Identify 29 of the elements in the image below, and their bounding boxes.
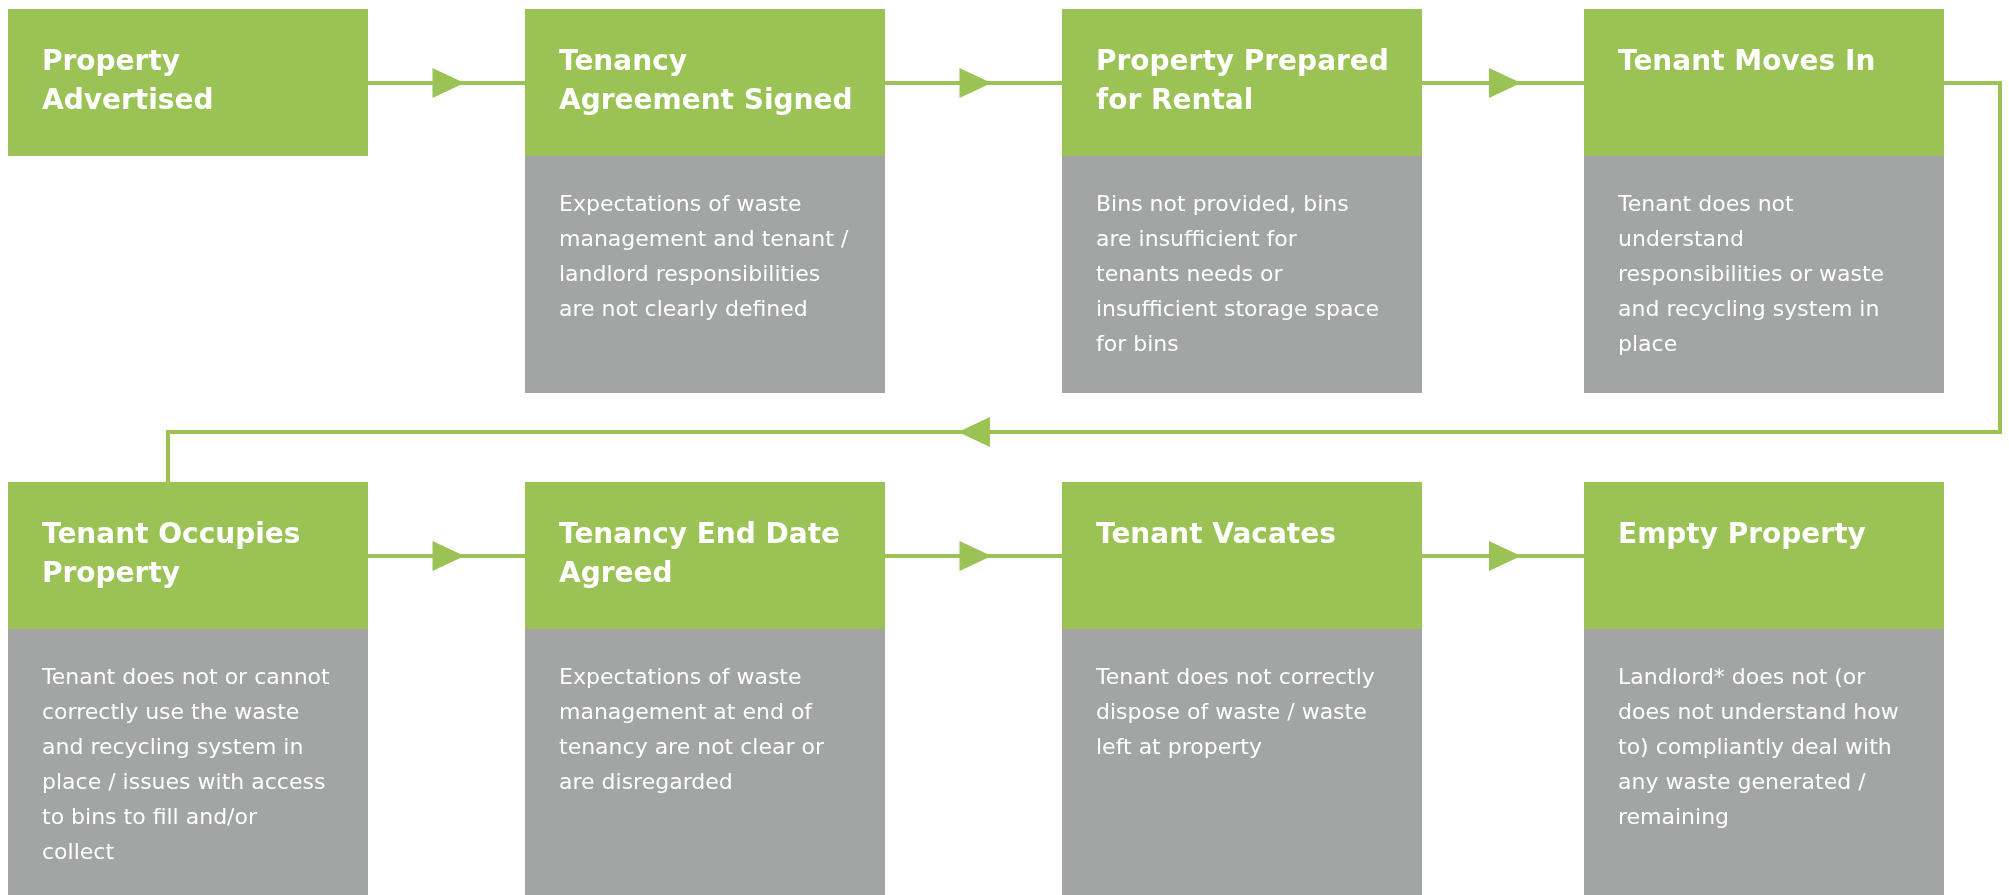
stage-card	[1584, 9, 1944, 393]
stage-card	[525, 482, 885, 895]
stage-heading: Property Advertised	[8, 9, 368, 156]
stage-card	[8, 482, 368, 895]
stage-card	[1584, 482, 1944, 895]
arrow	[1422, 68, 1584, 98]
stage-heading: Tenant Vacates	[1062, 482, 1422, 629]
arrow	[166, 81, 2002, 482]
issue-description: Tenant does not understand responsibilities or waste and recycling system in place	[1584, 156, 1944, 393]
issue-description: Expectations of waste management at end of tenancy are not clear or are disregarded	[525, 629, 885, 895]
arrow	[1422, 541, 1584, 571]
stage-card	[1062, 9, 1422, 393]
issue-description: Tenant does not correctly dispose of waste / waste left at property	[1062, 629, 1422, 895]
stage-card	[1062, 482, 1422, 895]
issue-description: Landlord* does not (or does not understand how to) compliantly deal with any waste generated / remaining	[1584, 629, 1944, 895]
arrow	[368, 68, 525, 98]
stage-card	[525, 9, 885, 393]
issue-description: Tenant does not or cannot correctly use the waste and recycling system in place / issues with access to bins to fill and/or collect	[8, 629, 368, 895]
arrow	[885, 541, 1062, 571]
issue-description: Expectations of waste management and tenant / landlord responsibilities are not clearly defined	[525, 156, 885, 393]
stage-heading: Tenant Occupies Property	[8, 482, 368, 629]
stage-heading: Tenant Moves In	[1584, 9, 1944, 156]
issue-description: Bins not provided, bins are insufficient for tenants needs or insufficient storage space for bins	[1062, 156, 1422, 393]
stage-heading: Tenancy End Date Agreed	[525, 482, 885, 629]
arrow	[885, 68, 1062, 98]
stage-heading: Tenancy Agreement Signed	[525, 9, 885, 156]
stage-heading: Property Prepared for Rental	[1062, 9, 1422, 156]
stage-heading: Empty Property	[1584, 482, 1944, 629]
arrow	[368, 541, 525, 571]
